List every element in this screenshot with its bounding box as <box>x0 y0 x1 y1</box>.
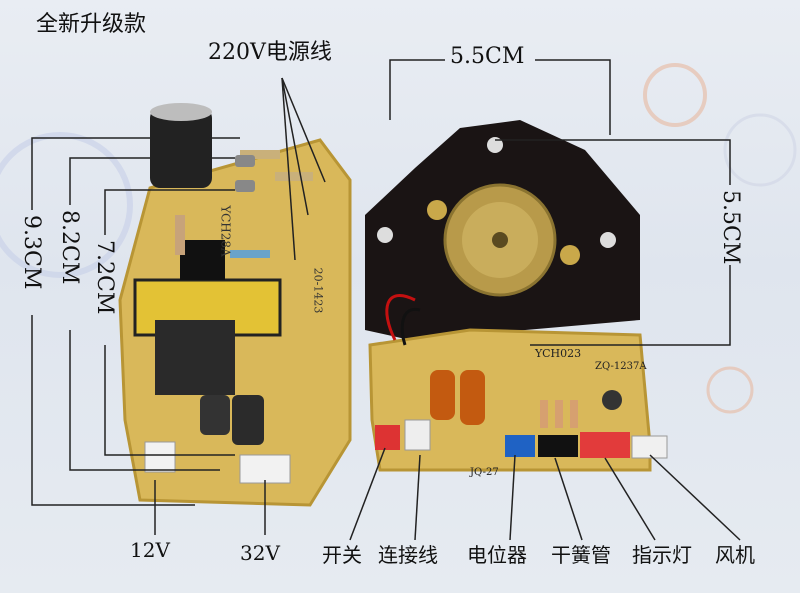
v12-label: 12V <box>130 538 170 562</box>
connect-label: 连接线 <box>378 543 438 567</box>
right-housing <box>365 120 640 340</box>
left-pcb <box>118 103 352 507</box>
dim-72-label: 7.2CM <box>92 240 117 315</box>
v32-label: 32V <box>240 541 280 565</box>
dim-93-label: 9.3CM <box>19 215 44 290</box>
reed-label: 干簧管 <box>551 543 611 567</box>
left-board-model: YCH28A <box>218 205 233 257</box>
right-board-conn: JQ-27 <box>470 467 499 478</box>
fan-label: 风机 <box>715 543 755 567</box>
pot-label: 电位器 <box>467 543 527 567</box>
right-board-model: YCH023 <box>535 347 582 360</box>
annotation-lines <box>31 59 741 541</box>
switch-label: 开关 <box>322 543 362 567</box>
right-board-code: ZQ-1237A <box>595 361 647 372</box>
background-bubbles <box>0 63 797 414</box>
title-label: 全新升级款 <box>36 12 147 37</box>
width-side-label: 5.5CM <box>718 190 743 265</box>
width-top-label: 5.5CM <box>450 44 525 69</box>
power-cord-label: 220V电源线 <box>208 40 332 65</box>
left-board-date: 20-1423 <box>311 267 325 314</box>
right-pcb <box>368 294 668 472</box>
indicator-label: 指示灯 <box>632 543 692 567</box>
dim-82-label: 8.2CM <box>57 210 82 285</box>
